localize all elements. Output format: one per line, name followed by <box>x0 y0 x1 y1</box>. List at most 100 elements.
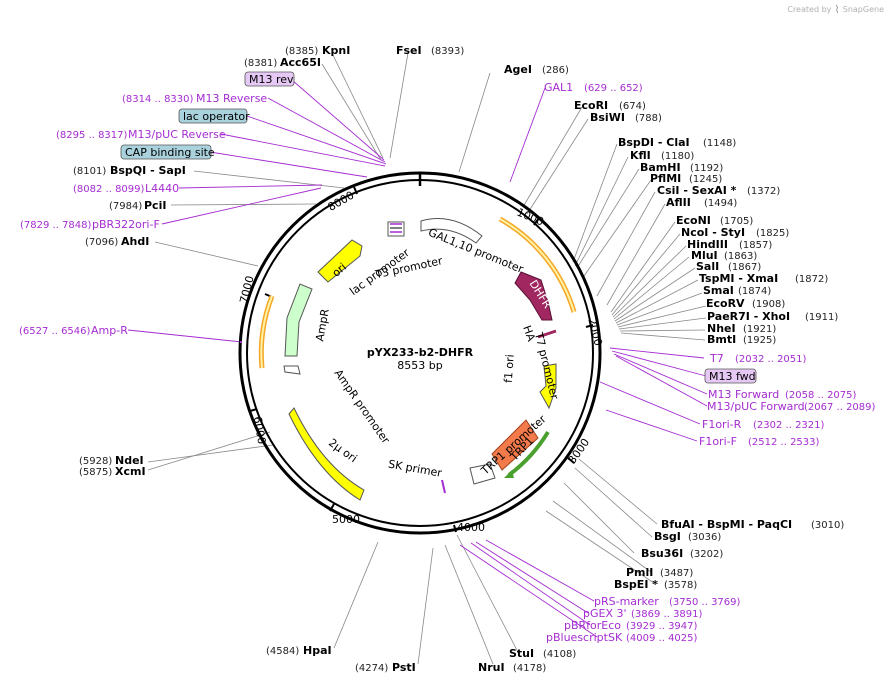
trp1-promoter-arrow <box>469 463 496 485</box>
f1ori-r-range: (2302 .. 2321) <box>753 420 825 431</box>
f1-ori-arrow <box>539 363 557 410</box>
ha-marker <box>537 329 557 339</box>
tspmi-position: (1872) <box>795 274 828 285</box>
pbrforeco-name: pBRforEco <box>564 619 621 632</box>
bsgi-name: BsgI <box>654 530 681 543</box>
kfli-name: KflI <box>630 149 651 162</box>
bsiwi-name: BsiWI <box>590 111 625 124</box>
tick-label-1000: 1000 <box>515 206 546 229</box>
xcmi-position: (5875) <box>79 467 112 478</box>
psti-position: (4274) <box>355 663 388 674</box>
paer7i-name: PaeR7I - XhoI <box>707 310 790 323</box>
t7-range: (2032 .. 2051) <box>735 354 807 365</box>
m13-forward-range: (2058 .. 2075) <box>785 390 857 401</box>
ecorv-name: EcoRV <box>706 297 745 310</box>
snapgene-logo-icon: ⌇ <box>834 3 840 16</box>
created-by-text: Created by <box>787 5 832 14</box>
aflii-name: AflII <box>666 196 691 209</box>
prs-marker-name: pRS-marker <box>594 595 659 608</box>
ampr-arrow <box>284 283 313 357</box>
ampr-promoter-arrow <box>283 365 301 375</box>
mlui-name: MluI <box>691 249 718 262</box>
bspei-name: BspEI * <box>614 578 658 591</box>
sali-position: (1867) <box>728 262 761 273</box>
tick-label-4000: 4000 <box>457 521 485 534</box>
backbone-outer-ring <box>238 171 602 535</box>
m13-forward-name: M13 Forward <box>708 388 779 401</box>
m13-reverse-range: (8314 .. 8330) <box>122 94 194 105</box>
fsei-name: FseI <box>396 44 422 57</box>
l4440-range: (8082 .. 8099) <box>73 184 145 195</box>
pgex-range: (3869 .. 3891) <box>631 609 703 620</box>
prs-marker-range: (3750 .. 3769) <box>669 597 741 608</box>
label-ha: HA <box>520 324 538 344</box>
leader-lines <box>147 52 707 665</box>
smai-position: (1874) <box>738 286 771 297</box>
pcii-position: (7984) <box>109 201 142 212</box>
f1ori-f-range: (2512 .. 2533) <box>748 437 820 448</box>
tick-label-6000: 6000 <box>251 415 269 445</box>
csii-name: CsiI - SexAI * <box>657 184 737 197</box>
sk-primer-marker <box>441 479 446 494</box>
pflmi-name: PflMI <box>650 172 681 185</box>
paer7i-position: (1911) <box>805 312 838 323</box>
pbr322ori-f-range: (7829 .. 7848) <box>20 220 92 231</box>
plasmid-size: 8553 bp <box>397 359 442 372</box>
m13-fwd-label: M13 fwd <box>709 370 756 383</box>
tspmi-name: TspMI - XmaI <box>699 272 778 285</box>
label-sk-primer: SK primer <box>387 458 443 480</box>
pmli-name: PmlI <box>626 566 653 579</box>
bsu36i-name: Bsu36I <box>641 547 683 560</box>
ncoi-name: NcoI - StyI <box>681 226 745 239</box>
bspei-position: (3578) <box>664 580 697 591</box>
primer-leader-lines <box>127 79 708 638</box>
bsu36i-position: (3202) <box>690 549 723 560</box>
ahdi-position: (7096) <box>85 237 118 248</box>
smai-name: SmaI <box>703 284 734 297</box>
xcmi-name: XcmI <box>115 465 146 478</box>
pbluescriptsk-name: pBluescriptSK <box>546 631 623 644</box>
pgex-name: pGEX 3' <box>583 607 627 620</box>
bspqi-name: BspQI - SapI <box>110 164 186 177</box>
aflii-position: (1494) <box>704 198 737 209</box>
econi-position: (1705) <box>720 216 753 227</box>
gal1-feature-arc <box>499 218 575 313</box>
bamhi-name: BamHI <box>640 161 681 174</box>
stui-name: StuI <box>509 647 534 660</box>
pcii-name: PciI <box>144 199 166 212</box>
m13-puc-forward-name: M13/pUC Forward <box>707 400 805 413</box>
m13-puc-forward-range: (2067 .. 2089) <box>804 402 876 413</box>
gal1-name: GAL1 <box>544 81 573 94</box>
ori-arrow <box>317 239 363 283</box>
kfli-position: (1180) <box>661 151 694 162</box>
bsgi-position: (3036) <box>688 532 721 543</box>
ori-outer-arc <box>260 295 273 369</box>
l4440-name: L4440 <box>145 182 179 195</box>
cap-binding-site-label: CAP binding site <box>125 146 215 159</box>
amp-r-range: (6527 .. 6546) <box>19 326 91 337</box>
snapgene-product-name: SnapGene <box>842 5 884 14</box>
pmli-position: (3487) <box>660 568 693 579</box>
agei-name: AgeI <box>504 63 532 76</box>
ecorv-position: (1908) <box>752 299 785 310</box>
f1ori-f-name: F1ori-F <box>699 435 737 448</box>
hindiii-position: (1857) <box>739 240 772 251</box>
amp-r-name: Amp-R <box>91 324 128 337</box>
kpni-name: KpnI <box>322 44 350 57</box>
bmti-position: (1925) <box>743 335 776 346</box>
hpai-name: HpaI <box>303 644 332 657</box>
label-ampr-promoter: AmpR promoter <box>331 367 392 446</box>
m13-puc-reverse-name: M13/pUC Reverse <box>128 128 226 141</box>
nrui-name: NruI <box>478 661 505 674</box>
agei-position: (286) <box>542 65 569 76</box>
nhei-position: (1921) <box>743 324 776 335</box>
acc65i-position: (8381) <box>244 58 277 69</box>
ahdi-name: AhdI <box>121 235 149 248</box>
acc65i-name: Acc65I <box>280 56 321 69</box>
bfuai-position: (3010) <box>811 520 844 531</box>
bfuai-name: BfuAI - BspMI - PaqCI <box>661 518 792 531</box>
tick-label-7000: 7000 <box>237 274 256 304</box>
bspdi-position: (1148) <box>703 138 736 149</box>
gal1-10-promoter-arrow <box>420 218 483 244</box>
